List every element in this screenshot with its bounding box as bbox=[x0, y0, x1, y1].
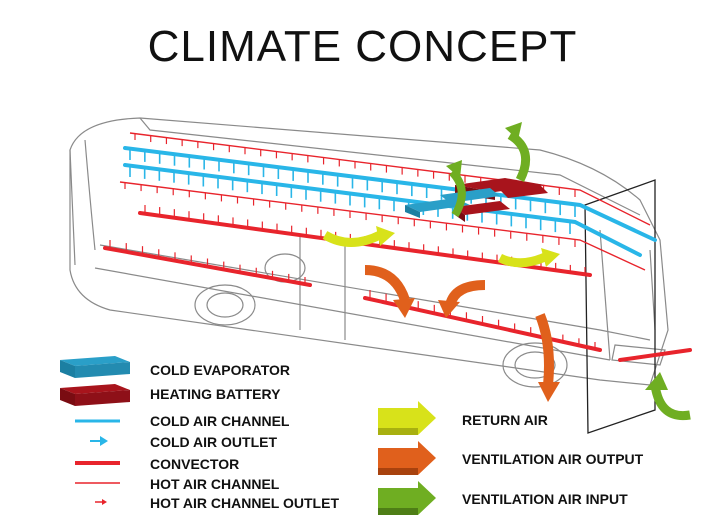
legend-label-ventilation-air-input: VENTILATION AIR INPUT bbox=[462, 491, 628, 507]
hot-air-channel-outlets bbox=[124, 133, 576, 247]
legend-label-hot-air-channel-outlet: HOT AIR CHANNEL OUTLET bbox=[150, 495, 339, 511]
legend-label-cold-air-outlet: COLD AIR OUTLET bbox=[150, 434, 278, 450]
legend-label-hot-air-channel: HOT AIR CHANNEL bbox=[150, 476, 280, 492]
hot-air-channels bbox=[119, 132, 651, 271]
diagram-title: CLIMATE CONCEPT bbox=[147, 22, 578, 71]
hot-air-channel-outlet-swatch bbox=[95, 499, 107, 505]
cold-air-channels bbox=[123, 146, 657, 257]
legend-symbols bbox=[60, 356, 436, 515]
heating-battery-swatch bbox=[60, 384, 130, 406]
return-air-swatch bbox=[378, 401, 436, 435]
legend-label-ventilation-air-output: VENTILATION AIR OUTPUT bbox=[462, 451, 644, 467]
legend-label-heating-battery: HEATING BATTERY bbox=[150, 386, 281, 402]
roof-units bbox=[405, 178, 548, 222]
airflow-arrows bbox=[322, 122, 691, 421]
legend-label-return-air: RETURN AIR bbox=[462, 412, 548, 428]
convector-fins bbox=[109, 205, 596, 350]
legend-label-convector: CONVECTOR bbox=[150, 456, 240, 472]
cold-evaporator-swatch bbox=[60, 356, 130, 378]
legend-label-cold-air-channel: COLD AIR CHANNEL bbox=[150, 413, 290, 429]
section-plane bbox=[584, 179, 656, 434]
ventilation-air-output-swatch bbox=[378, 441, 436, 475]
ventilation-air-input-swatch bbox=[378, 481, 436, 515]
legend-label-cold-evaporator: COLD EVAPORATOR bbox=[150, 362, 291, 378]
cold-air-outlet-swatch bbox=[90, 436, 108, 446]
bus-outline bbox=[69, 117, 669, 388]
